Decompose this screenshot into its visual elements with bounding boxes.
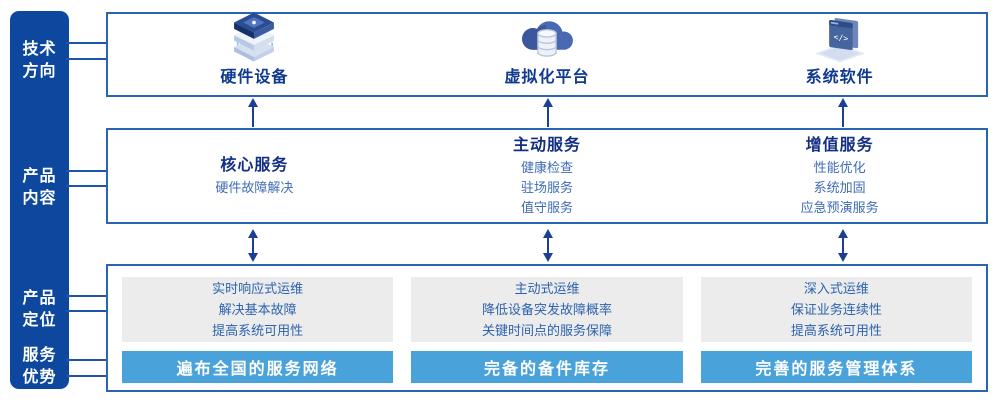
tech-label-software: 系统软件 bbox=[805, 69, 874, 86]
tech-direction-box: 硬件设备 虚拟化平台 bbox=[106, 12, 988, 97]
advantage-bar: 完备的备件库存 bbox=[411, 351, 683, 383]
connector-line bbox=[66, 185, 107, 187]
tech-col-virtualization: 虚拟化平台 bbox=[401, 14, 694, 95]
sidebar-label-tech-direction: 技术 方向 bbox=[22, 41, 57, 80]
service-items: 健康检查 驻场服务 值守服务 bbox=[521, 160, 574, 215]
tech-col-software: </> 系统软件 bbox=[693, 14, 986, 95]
positioning-panel: 深入式运维 保证业务连续性 提高系统可用性 bbox=[700, 277, 972, 342]
advantage-bar: 遍布全国的服务网络 bbox=[122, 351, 394, 383]
service-title: 主动服务 bbox=[513, 137, 582, 154]
connector-line bbox=[66, 58, 107, 60]
connector-line bbox=[66, 42, 107, 44]
connector-line bbox=[66, 310, 107, 312]
tech-col-hardware: 硬件设备 bbox=[108, 11, 401, 95]
connector-line bbox=[66, 359, 107, 361]
double-arrow bbox=[542, 229, 554, 262]
positioning-panel: 主动式运维 降低设备突发故障概率 关键时间点的服务保障 bbox=[411, 277, 683, 342]
cloud-database-icon bbox=[518, 11, 576, 63]
tech-label-hardware: 硬件设备 bbox=[220, 69, 289, 86]
product-positioning-box: 实时响应式运维 解决基本故障 提高系统可用性 遍布全国的服务网络 主动式运维 降… bbox=[106, 264, 988, 392]
service-items: 性能优化 系统加固 应急预演服务 bbox=[800, 160, 879, 215]
connector-line bbox=[66, 295, 107, 297]
up-arrow bbox=[247, 98, 259, 127]
connector-line bbox=[66, 375, 107, 377]
sidebar-label-service-advantage: 服务 优势 bbox=[22, 347, 57, 386]
advantage-bar: 完善的服务管理体系 bbox=[700, 351, 972, 383]
service-title: 核心服务 bbox=[220, 157, 289, 174]
up-arrow bbox=[542, 98, 554, 127]
double-arrow bbox=[247, 229, 259, 262]
sidebar-label-product-content: 产品 内容 bbox=[22, 168, 57, 207]
positioning-col-2: 主动式运维 降低设备突发故障概率 关键时间点的服务保障 完备的备件库存 bbox=[411, 277, 683, 383]
server-stack-icon bbox=[225, 11, 283, 63]
service-col-proactive: 主动服务 健康检查 驻场服务 值守服务 bbox=[401, 130, 694, 222]
svg-text:</>: </> bbox=[833, 31, 848, 43]
up-arrow bbox=[837, 98, 849, 127]
sidebar-label-product-position: 产品 定位 bbox=[22, 290, 57, 329]
tech-label-virtualization: 虚拟化平台 bbox=[504, 69, 590, 86]
positioning-col-1: 实时响应式运维 解决基本故障 提高系统可用性 遍布全国的服务网络 bbox=[122, 277, 394, 383]
product-content-box: 核心服务 硬件故障解决 主动服务 健康检查 驻场服务 值守服务 增值服务 性能优… bbox=[106, 128, 988, 224]
service-items: 硬件故障解决 bbox=[215, 180, 294, 195]
positioning-col-3: 深入式运维 保证业务连续性 提高系统可用性 完善的服务管理体系 bbox=[700, 277, 972, 383]
service-title: 增值服务 bbox=[805, 137, 874, 154]
positioning-panel: 实时响应式运维 解决基本故障 提高系统可用性 bbox=[122, 277, 394, 342]
code-window-icon: </> bbox=[811, 11, 869, 63]
service-col-value-added: 增值服务 性能优化 系统加固 应急预演服务 bbox=[693, 130, 986, 222]
double-arrow bbox=[837, 229, 849, 262]
sidebar: 技术 方向 产品 内容 产品 定位 服务 优势 bbox=[10, 11, 69, 389]
connector-line bbox=[66, 170, 107, 172]
service-col-core: 核心服务 硬件故障解决 bbox=[108, 130, 401, 222]
